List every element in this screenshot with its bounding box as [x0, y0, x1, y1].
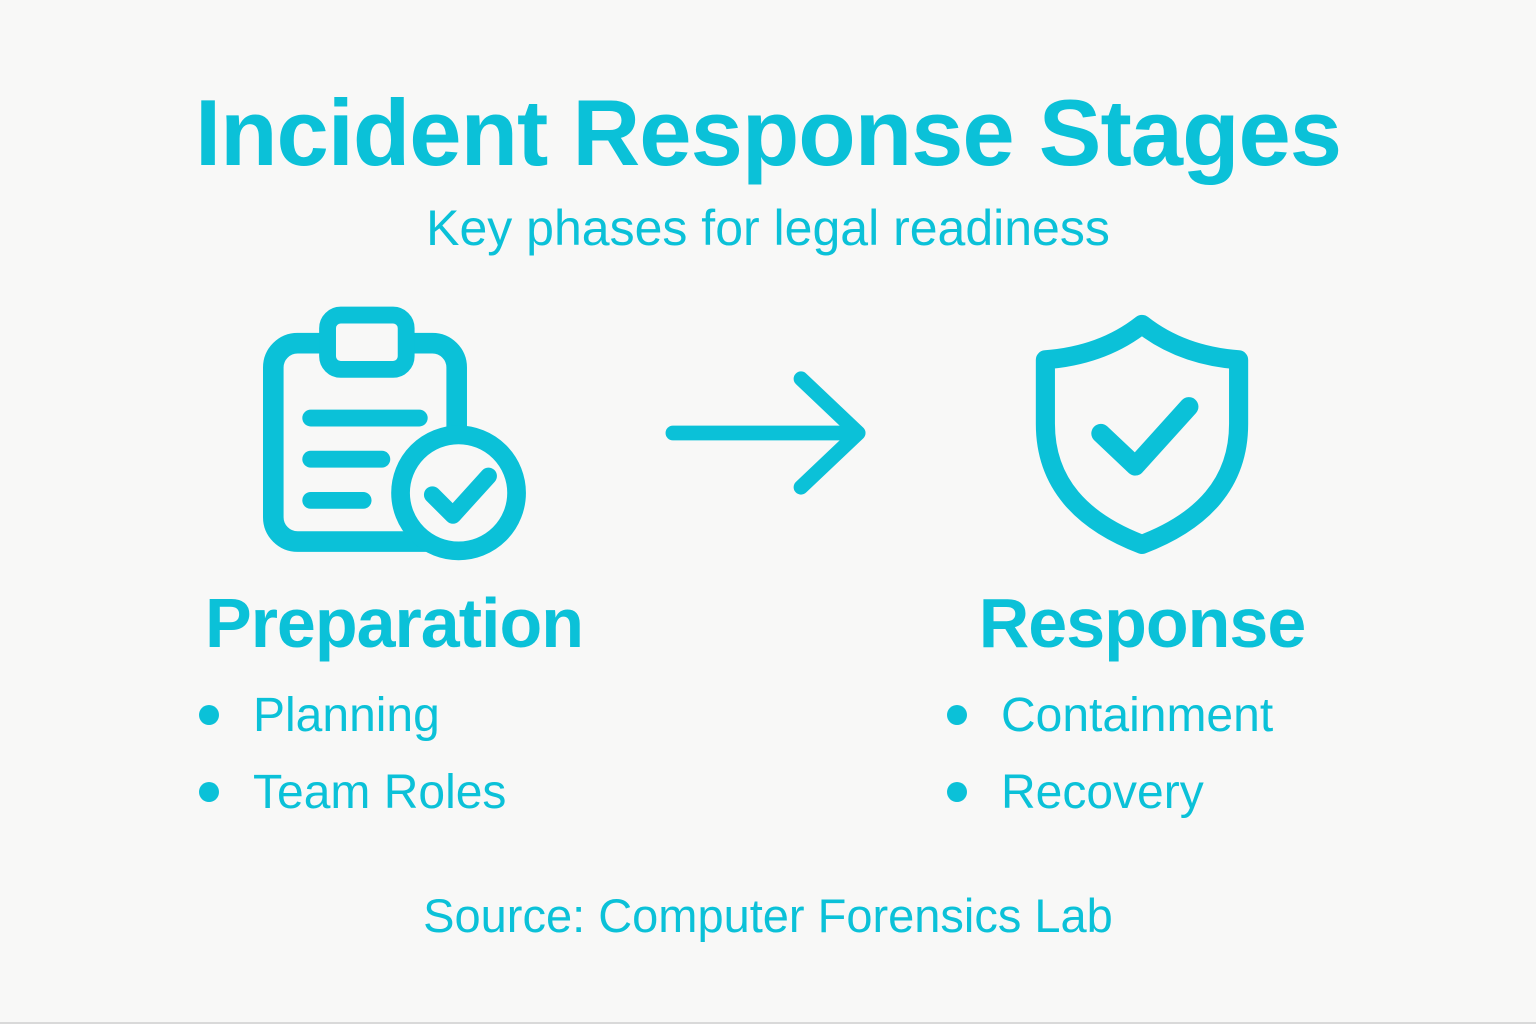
arrow-right-icon: [629, 301, 907, 566]
stages-row: Preparation Planning Team Roles: [159, 301, 1377, 842]
stage-bullets-preparation: Planning Team Roles: [159, 688, 506, 842]
page-title: Incident Response Stages: [194, 80, 1342, 185]
source-caption: Source: Computer Forensics Lab: [423, 889, 1113, 943]
bullet-label: Planning: [253, 688, 440, 742]
stage-label-preparation: Preparation: [205, 583, 584, 662]
bullet-label: Team Roles: [253, 765, 507, 819]
clipboard-check-icon: [258, 301, 530, 566]
list-item: Planning: [199, 688, 506, 743]
list-item: Team Roles: [199, 765, 506, 820]
bullet-dot-icon: [199, 782, 219, 803]
bullet-dot-icon: [947, 782, 967, 803]
stage-label-response: Response: [978, 583, 1307, 662]
stage-response: Response Containment Recovery: [907, 301, 1377, 842]
list-item: Containment: [947, 688, 1273, 743]
bullet-dot-icon: [199, 705, 219, 726]
bullet-label: Containment: [1001, 688, 1274, 742]
bullet-label: Recovery: [1001, 765, 1204, 819]
stage-bullets-response: Containment Recovery: [907, 688, 1273, 842]
bullet-dot-icon: [947, 705, 967, 726]
shield-check-icon: [1032, 301, 1252, 566]
page-subtitle: Key phases for legal readiness: [426, 199, 1110, 256]
list-item: Recovery: [947, 765, 1273, 820]
stage-preparation: Preparation Planning Team Roles: [159, 301, 629, 842]
